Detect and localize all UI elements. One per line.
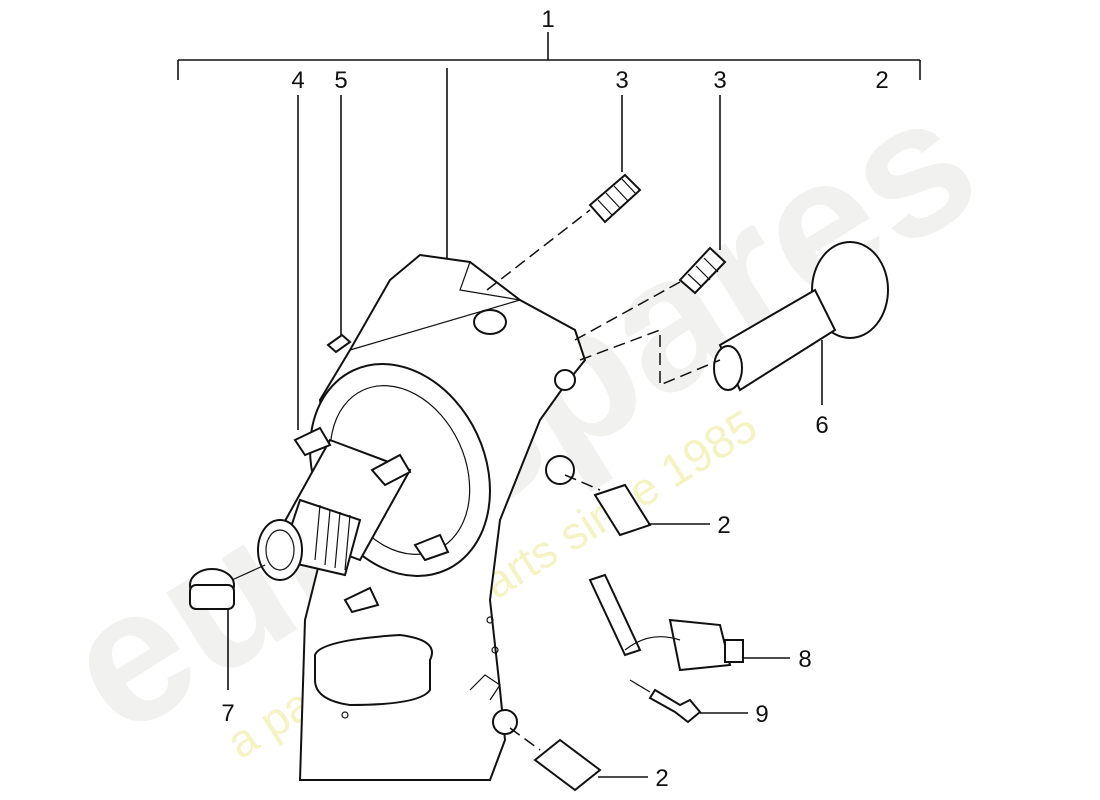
callout-3b: 3 xyxy=(713,67,726,94)
part-6-pin xyxy=(579,241,889,392)
callout-4: 4 xyxy=(291,67,304,94)
part-2-studs xyxy=(509,474,652,792)
callout-9: 9 xyxy=(755,701,768,728)
callout-2-top: 2 xyxy=(875,67,888,94)
callout-6: 6 xyxy=(815,412,828,439)
part-7-nut xyxy=(189,564,266,610)
callout-2-mid: 2 xyxy=(717,512,730,539)
callout-3a: 3 xyxy=(615,67,628,94)
wheel-carrier xyxy=(257,253,587,781)
part-8-sensor xyxy=(588,573,744,672)
part-5-screw xyxy=(326,333,352,354)
callout-8: 8 xyxy=(798,646,811,673)
part-9-bolt xyxy=(629,679,702,724)
callout-2-bottom: 2 xyxy=(655,765,668,792)
callout-7: 7 xyxy=(221,700,234,727)
part-3-studs xyxy=(486,173,727,341)
callout-5: 5 xyxy=(334,67,347,94)
callout-1: 1 xyxy=(541,6,554,33)
assembly-bracket xyxy=(177,32,921,80)
leader-lines xyxy=(227,68,823,778)
